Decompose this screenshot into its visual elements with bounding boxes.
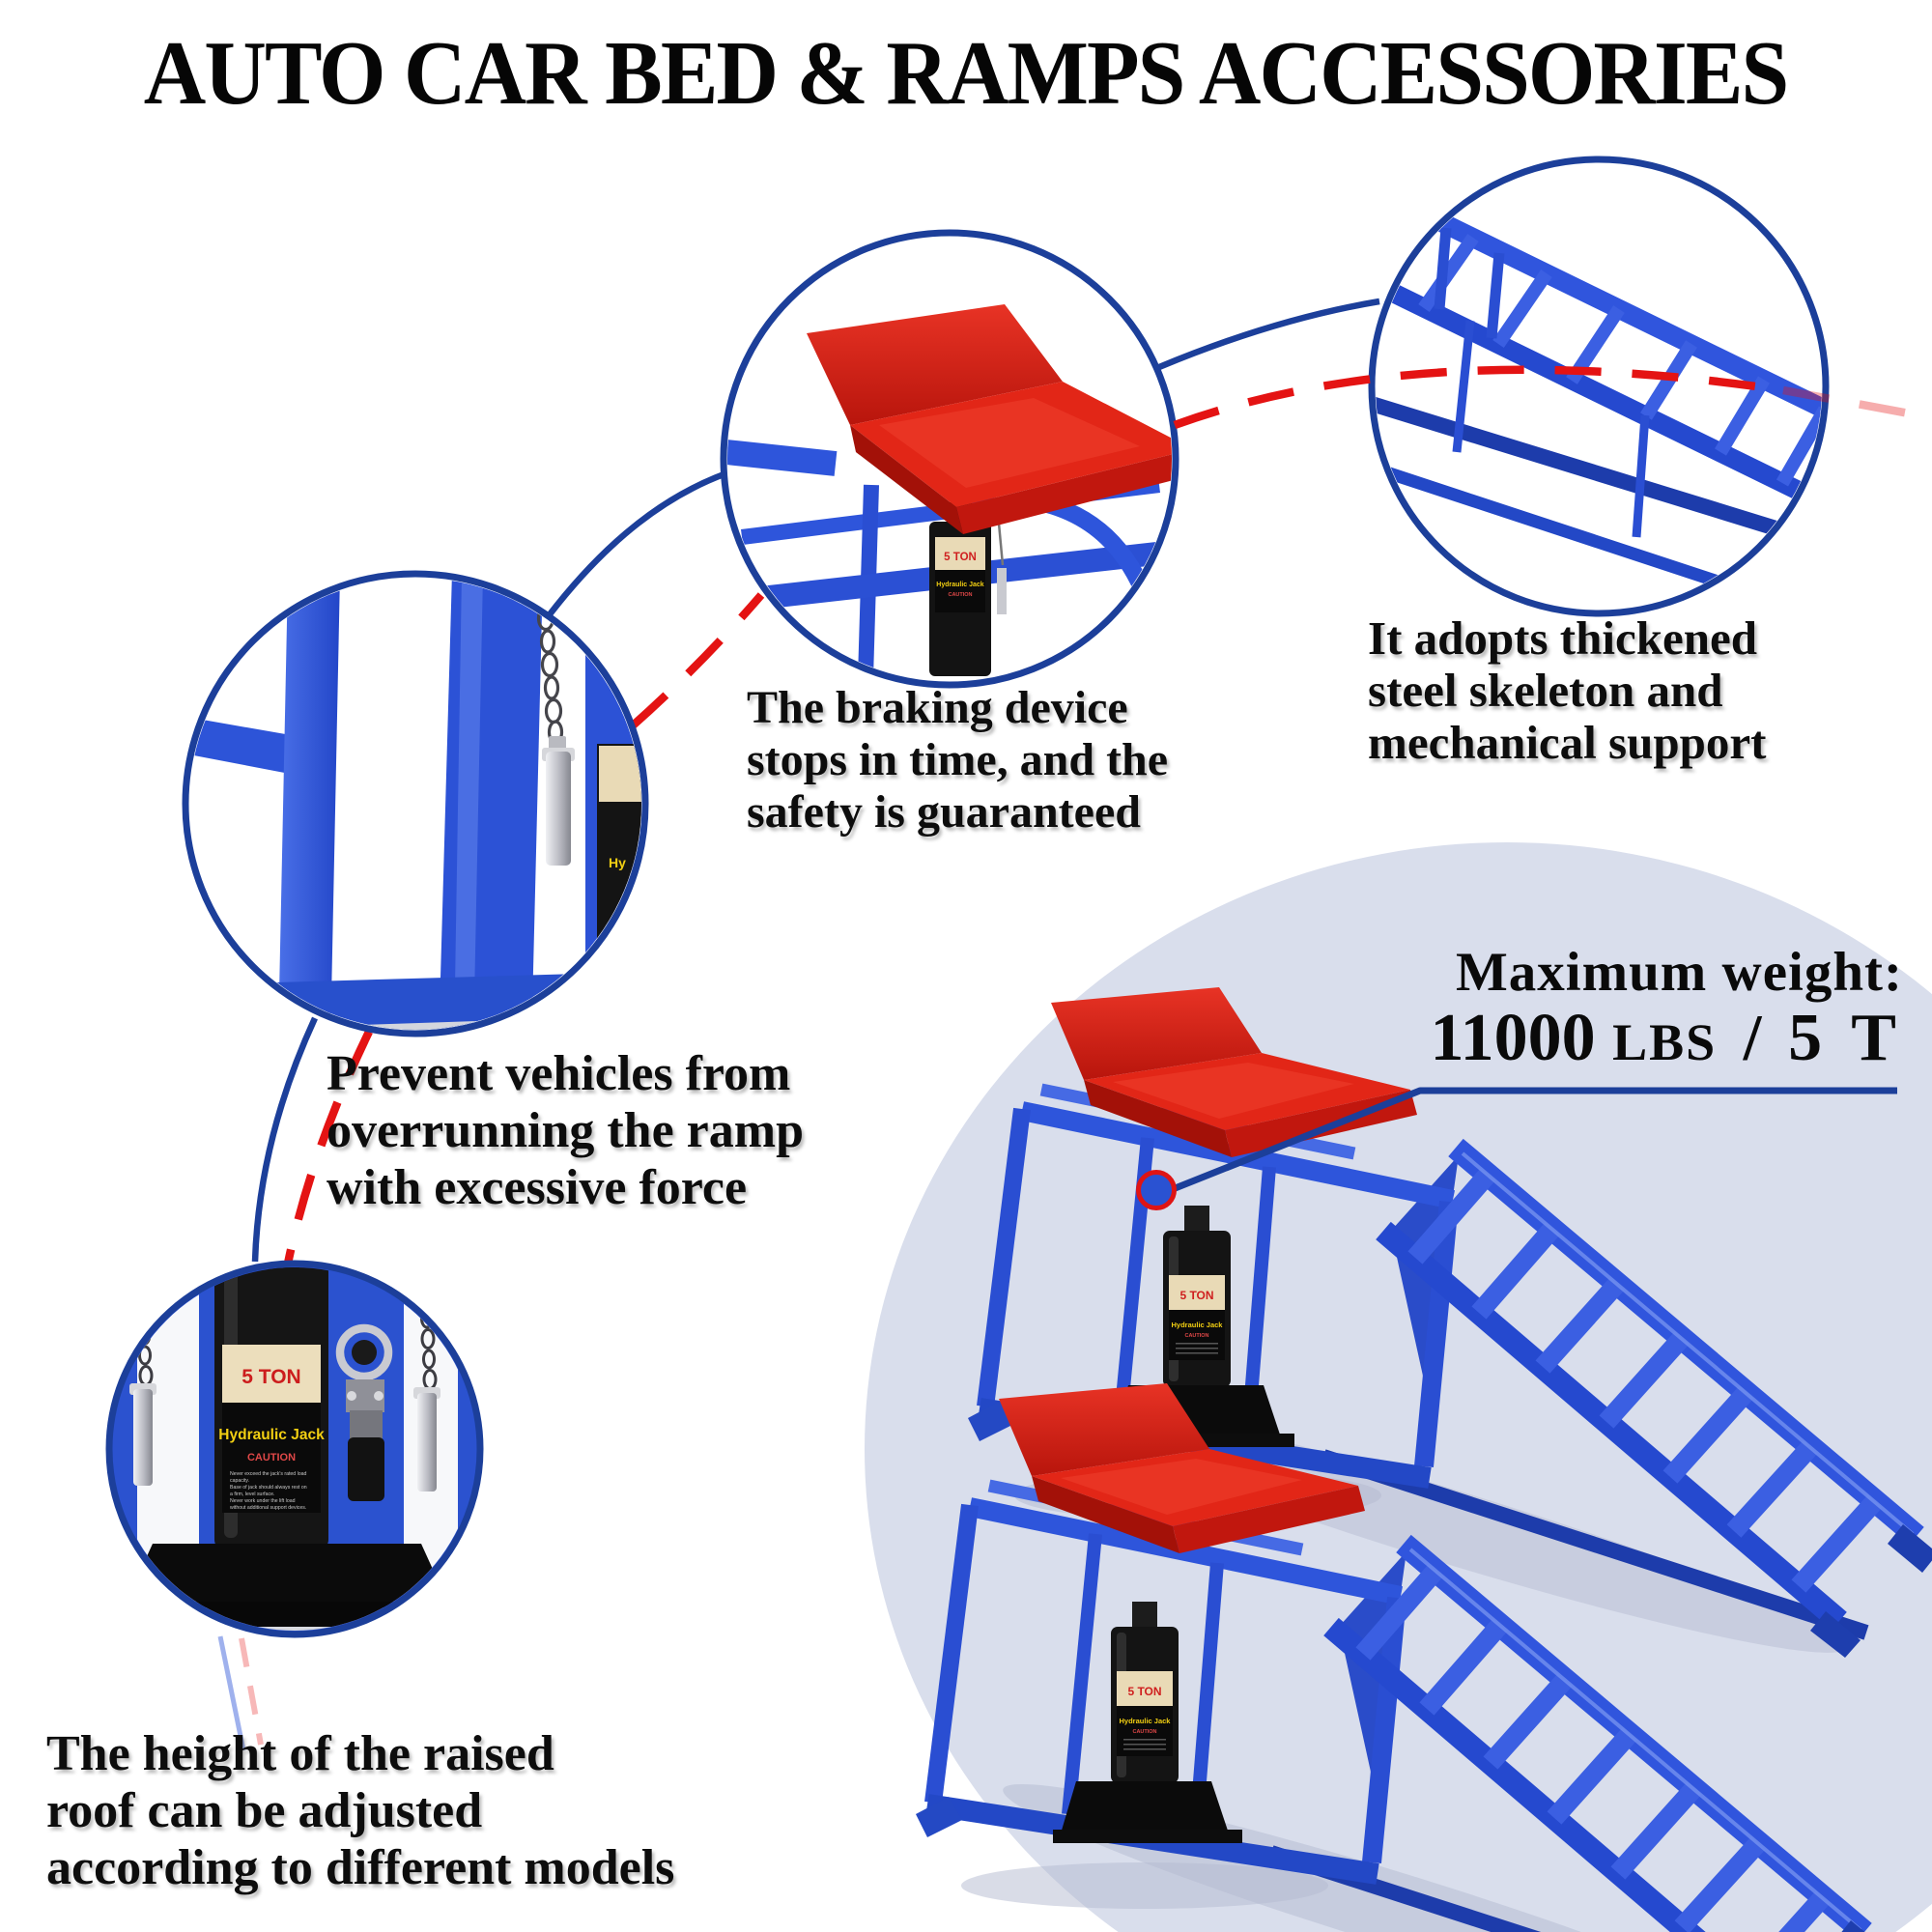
max-weight-separator: / [1743,1001,1762,1074]
max-weight-alt: 5 T [1788,1001,1903,1075]
page-title-text: AUTO CAR BED & RAMPS ACCESSORIES [144,23,1789,124]
page-title: AUTO CAR BED & RAMPS ACCESSORIES [0,21,1932,126]
safety-pin [417,1393,437,1492]
leader-left-to-mid-dashed [629,592,765,730]
svg-text:without additional support dev: without additional support devices. [230,1505,306,1511]
leader-bottom-fade-dashed [239,1637,264,1746]
callout-line: overrunning the ramp [327,1103,804,1158]
callout-line: roof can be adjusted [46,1783,483,1838]
jack-annotation-marker [1136,1170,1177,1210]
leader-left-to-mid-solid [544,469,728,620]
svg-text:Base of jack should always res: Base of jack should always rest on [230,1485,307,1491]
callout-braking-text: The braking device stops in time, and th… [747,682,1168,838]
callout-height-text: The height of the raised roof can be adj… [46,1725,674,1896]
max-weight-leader-line [1171,1087,1897,1193]
jack-caution-label: CAUTION [948,592,972,598]
jack-capacity-label: 5 TON [944,552,977,563]
leader-left-to-bottom-dashed [283,1030,373,1264]
leader-bottom-fade-solid [217,1635,246,1751]
ramp2-platform-shadow [961,1862,1328,1909]
callout-connectors-over [217,365,1910,1751]
jack-name-label: Hydraulic Jack [936,582,984,588]
circle-ring [182,570,649,1037]
max-weight-label: Maximum weight: [1455,942,1903,1003]
circle-ring [720,229,1179,689]
leader-dashed-fade [1782,385,1910,418]
svg-text:capacity.: capacity. [230,1478,249,1484]
circle-ring [105,1260,484,1638]
jack-capacity-label: 5 TON [242,1366,300,1388]
svg-text:Never exceed the jack's rated: Never exceed the jack's rated load [230,1471,307,1477]
callout-circle-tray: 5 TON Hydraulic Jack CAUTION [720,229,1179,689]
jack-caution-label: CAUTION [247,1452,296,1463]
max-weight-number: 11000 [1430,1001,1596,1075]
max-weight-value: 11000 LBS / 5 T [1430,1003,1903,1077]
leader-left-to-bottom-solid [251,1016,318,1263]
circle-ring [1368,156,1830,617]
svg-text:a firm, level surface.: a firm, level surface. [230,1492,274,1497]
max-weight-unit: LBS [1612,1013,1718,1071]
callout-line: steel skeleton and [1368,664,1723,717]
safety-pin [997,568,1007,614]
callout-line: The braking device [747,682,1128,733]
bottle-jack-large: 5 TON Hydraulic Jack CAUTION Never excee… [114,1267,473,1627]
callout-connectors [251,298,1380,1264]
jack-label-cream [222,1345,321,1403]
callout-line: It adopts thickened [1368,611,1757,665]
callout-line: safety is guaranteed [747,786,1141,838]
callout-line: The height of the raised [46,1726,554,1781]
callout-line: Prevent vehicles from [327,1046,791,1101]
jack-handle-ring [335,1323,393,1381]
callout-line: with excessive force [327,1160,748,1215]
jack-name-label: Hydraulic Jack [218,1427,325,1443]
leader-mid-to-right-solid [1157,298,1380,371]
callout-circle-lock-pin: Hy [182,570,649,1037]
safety-pin [546,752,571,866]
svg-text:Never work under the lift load: Never work under the lift load [230,1498,296,1504]
jack-base [124,1544,450,1607]
max-weight-callout: Maximum weight: 11000 LBS / 5 T [1430,943,1903,1077]
jack-name-partial: Hy [609,855,626,870]
tray-closeup [807,304,1172,534]
jack-label-dark [222,1403,321,1513]
callout-circle-jack: 5 TON Hydraulic Jack CAUTION Never excee… [105,1260,484,1638]
callout-prevent-text: Prevent vehicles from overrunning the ra… [327,1045,804,1216]
callout-line: stops in time, and the [747,734,1169,785]
safety-pin [133,1389,153,1486]
jack-caution-text: Never exceed the jack's rated load capac… [230,1471,307,1511]
callout-skeleton-text: It adopts thickened steel skeleton and m… [1368,612,1766,769]
callout-line: according to different models [46,1840,675,1895]
callout-line: mechanical support [1368,716,1767,769]
